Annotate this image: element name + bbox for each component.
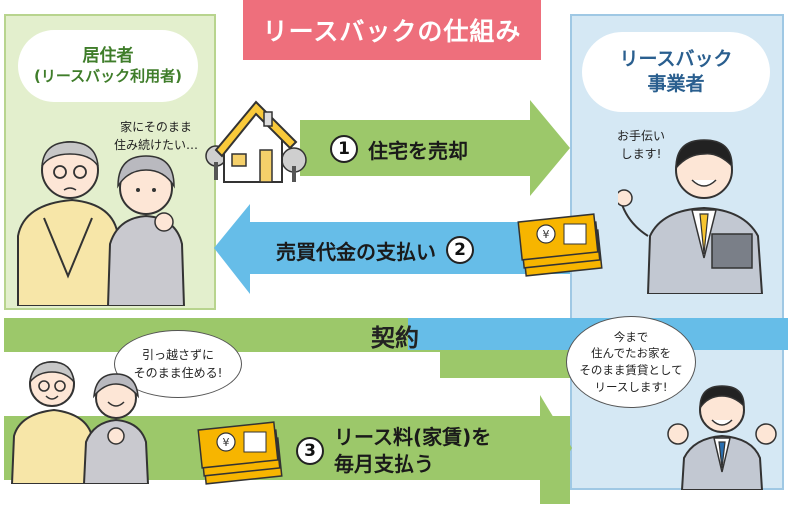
resident-happy-line1: 引っ越さずに (141, 348, 214, 362)
step3-badge: 3 (296, 437, 324, 465)
step1-label: 住宅を売却 (368, 138, 468, 163)
business-label-line1: リースバック (619, 48, 733, 71)
resident-label: 居住者 (リースバック利用者) (18, 30, 198, 102)
money-icon-step2: ¥ (517, 213, 603, 277)
svg-text:¥: ¥ (223, 436, 230, 449)
resident-thought-line1: 家にそのまま (120, 120, 192, 134)
business-lease-bubble: 今まで住んでたお家をそのまま賃貸としてリースします! (566, 316, 696, 408)
resident-thought-bubble: 家にそのまま住み続けたい… (100, 112, 212, 160)
resident-label-line1: 居住者 (82, 46, 134, 67)
resident-thought-line2: 住み続けたい… (113, 138, 198, 152)
step2: 売買代金の支払い 2 (276, 234, 474, 266)
step1-badge: 1 (330, 135, 358, 163)
step1: 1 住宅を売却 (330, 133, 468, 165)
business-lease-line4: リースします! (594, 379, 668, 394)
elderly-couple-icon (17, 141, 186, 306)
business-lease-line2: 住んでたお家を (591, 346, 671, 361)
page-title: リースバックの仕組み (243, 0, 541, 60)
business-help-line2: します! (620, 147, 662, 161)
contract-label: 契約 (371, 323, 419, 352)
business-lease-line3: そのまま賃貸として (579, 363, 683, 377)
step3-label-line1: リース料(家賃)を (334, 425, 492, 449)
step3-label-line2: 毎月支払う (334, 452, 434, 476)
resident-happy-line2: そのまま住める! (133, 366, 223, 380)
business-help-line1: お手伝い (616, 129, 665, 143)
businessman-icon (618, 139, 764, 294)
businessman-fists-icon (667, 385, 777, 490)
elderly-couple-happy-icon (10, 361, 150, 484)
step1-arrow (300, 100, 570, 196)
step3-label: リース料(家賃)を 毎月支払う (334, 424, 491, 478)
step2-label: 売買代金の支払い (276, 239, 436, 264)
resident-label-line2: (リースバック利用者) (34, 67, 182, 86)
money-icon-step3: ¥ (197, 421, 283, 485)
step2-badge: 2 (446, 236, 474, 264)
step3: 3 リース料(家賃)を 毎月支払う (296, 424, 491, 478)
business-help-bubble: お手伝いします! (596, 122, 686, 168)
lower-white-left (4, 480, 540, 509)
business-label-line2: 事業者 (647, 73, 705, 95)
business-label: リースバック 事業者 (582, 32, 770, 112)
svg-text:¥: ¥ (543, 228, 550, 241)
house-icon (205, 100, 307, 183)
step2-arrow (214, 204, 570, 294)
business-lease-line1: 今まで (613, 329, 649, 344)
